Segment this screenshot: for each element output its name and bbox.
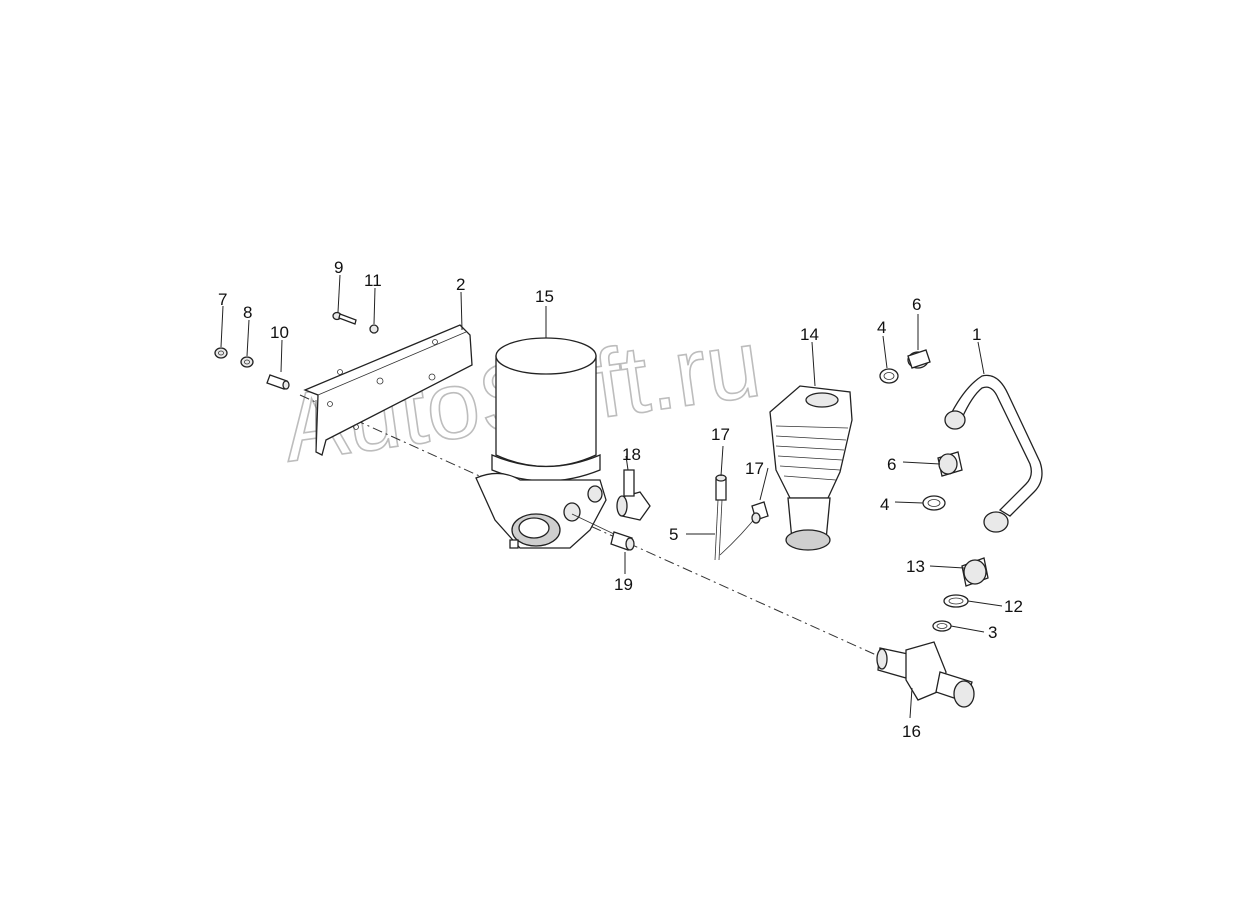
callout-7: 7 — [218, 290, 227, 309]
callout-12: 12 — [1004, 597, 1023, 616]
part-2-bracket — [303, 324, 473, 456]
callout-2: 2 — [456, 275, 465, 294]
callout-11: 11 — [364, 271, 382, 290]
callout-3: 3 — [988, 623, 997, 642]
callout-15: 15 — [535, 287, 554, 306]
callout-16: 16 — [902, 722, 921, 741]
part-14-compressor — [769, 385, 853, 551]
leader-lines — [220, 274, 1003, 719]
part-8-washer — [240, 356, 254, 368]
callout-6-upper: 6 — [912, 295, 921, 314]
callout-8: 8 — [243, 303, 252, 322]
part-6-fitting-middle — [937, 451, 963, 477]
part-18-elbow-fitting — [616, 469, 651, 521]
part-4-o-ring-middle — [922, 495, 946, 511]
callout-19: 19 — [614, 575, 633, 594]
callout-17-upper: 17 — [711, 425, 730, 444]
callout-18: 18 — [622, 445, 641, 464]
part-10-spacer — [266, 374, 290, 390]
part-17-fitting-b — [751, 501, 769, 524]
part-15-air-dryer — [475, 337, 607, 549]
callout-10: 10 — [270, 323, 289, 342]
part-4-o-ring-upper — [879, 368, 899, 384]
callout-4-middle: 4 — [880, 495, 889, 514]
part-11-washer — [369, 324, 379, 334]
callout-9: 9 — [334, 258, 343, 277]
part-17-fitting-a — [715, 474, 727, 501]
part-7-nut — [214, 347, 228, 359]
callout-4-upper: 4 — [877, 318, 886, 337]
part-16-tee-connector — [876, 641, 975, 708]
part-1-pipe — [944, 374, 1043, 533]
part-19-fitting — [571, 513, 635, 551]
callout-17-lower: 17 — [745, 459, 764, 478]
part-6-plug-upper — [907, 349, 931, 369]
callout-13: 13 — [906, 557, 925, 576]
callout-labels: 7 8 10 9 11 2 15 14 4 6 1 6 4 13 12 3 16… — [218, 258, 1023, 741]
callout-6-middle: 6 — [887, 455, 896, 474]
part-12-seal-ring — [943, 594, 969, 608]
callout-1: 1 — [972, 325, 981, 344]
callout-5: 5 — [669, 525, 678, 544]
callout-14: 14 — [800, 325, 819, 344]
part-3-seal-ring — [932, 620, 952, 632]
part-9-bolt — [332, 311, 357, 325]
part-13-adapter — [961, 557, 989, 587]
